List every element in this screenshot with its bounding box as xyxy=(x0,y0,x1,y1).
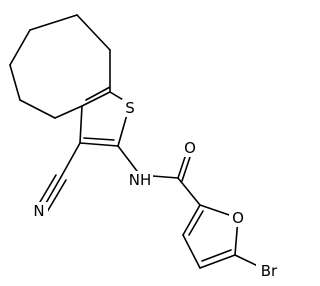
bond xyxy=(182,204,201,236)
bromine-label: Br xyxy=(261,262,278,280)
bond xyxy=(117,145,141,176)
bond xyxy=(54,105,83,119)
bond xyxy=(29,14,78,31)
cyclooctane-ring xyxy=(9,14,111,119)
bond xyxy=(199,254,236,269)
sulfur-label: S xyxy=(125,99,135,117)
label-background xyxy=(127,171,153,189)
bond xyxy=(36,174,57,208)
bond xyxy=(177,177,201,206)
atom-labels: S N NH O O Br xyxy=(30,99,282,280)
furan-ring xyxy=(182,204,263,269)
nitrile-nitrogen-label: N xyxy=(33,202,44,220)
bond xyxy=(9,29,31,66)
bond xyxy=(79,105,83,144)
amide-nitrogen-label: NH xyxy=(129,171,152,189)
bond xyxy=(85,86,111,101)
bond xyxy=(188,210,204,236)
bond xyxy=(46,179,67,213)
label-background xyxy=(122,99,138,117)
bond xyxy=(81,91,111,107)
bond xyxy=(83,137,115,141)
carbonyl-oxygen-label: O xyxy=(184,139,196,157)
structure-diagram: S N NH O O Br xyxy=(9,14,282,280)
bond xyxy=(201,249,232,262)
bond xyxy=(182,234,201,269)
furan-oxygen-label: O xyxy=(232,209,244,227)
bond xyxy=(79,142,119,147)
bond xyxy=(76,14,111,51)
bond xyxy=(19,99,56,119)
bond xyxy=(60,142,81,178)
label-background xyxy=(30,202,48,220)
label-background xyxy=(229,209,247,227)
label-background xyxy=(181,139,199,157)
bond xyxy=(9,64,21,101)
label-background xyxy=(256,262,282,280)
